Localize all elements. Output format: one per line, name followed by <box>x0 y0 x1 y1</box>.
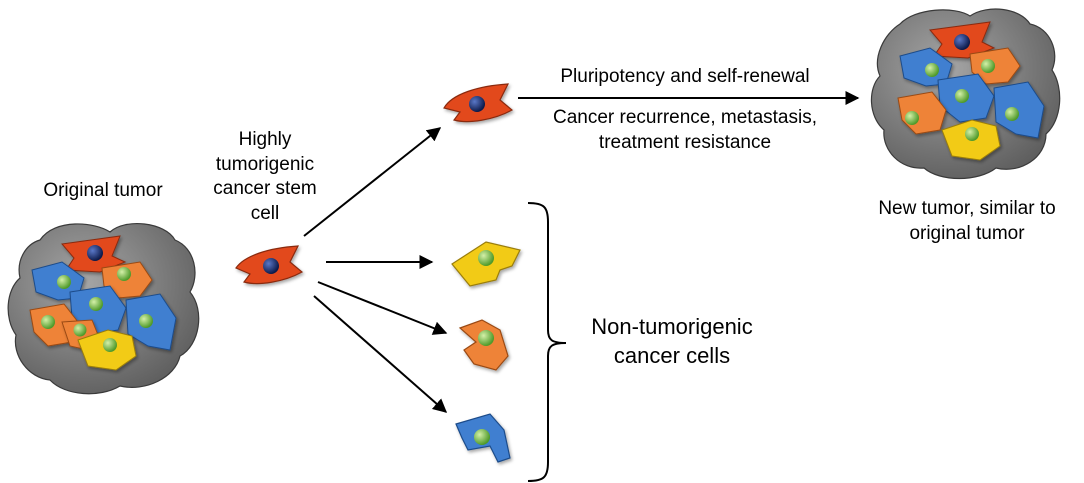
cancer-stem-cell-label: Highly tumorigenic cancer stem cell <box>210 128 320 227</box>
nucleus <box>955 89 969 103</box>
csc-label-line3: cancer stem <box>213 178 317 200</box>
yellow-cancer-cell <box>451 241 521 287</box>
tumor-cell-blue <box>125 293 177 351</box>
nucleus <box>478 250 494 266</box>
pluripotency-text: Pluripotency and self-renewal <box>560 66 810 87</box>
arrow-to-orange-cell <box>317 281 448 335</box>
tumor-cell-yellow <box>941 119 1001 161</box>
nucleus <box>263 258 279 274</box>
nucleus <box>1005 107 1019 121</box>
csc-label-line1: Highly <box>238 129 292 150</box>
nucleus <box>469 96 485 112</box>
nucleus <box>139 314 153 328</box>
tumor-cell-red <box>929 21 996 59</box>
orange-cancer-cell <box>458 319 509 371</box>
nucleus <box>905 111 919 125</box>
nucleus <box>103 338 117 352</box>
pluripotency-label: Pluripotency and self-renewal <box>520 65 850 90</box>
tumor-cell-orange <box>101 261 153 299</box>
recurrence-label: Cancer recurrence, metastasis, treatment… <box>520 106 850 155</box>
csc-label-line2: tumorigenic <box>215 153 315 175</box>
nucleus <box>965 127 979 141</box>
cancer-stem-cell <box>235 245 304 285</box>
nucleus <box>41 315 55 329</box>
nucleus <box>73 323 87 337</box>
tumor-cell-red <box>61 235 127 273</box>
new-tumor-text-line1: New tumor, similar to <box>878 198 1056 219</box>
nucleus <box>981 59 995 73</box>
original-tumor-text: Original tumor <box>43 180 163 201</box>
nucleus <box>87 245 103 261</box>
csc-label-line4: cell <box>250 203 280 225</box>
tumor-cell-blue <box>993 81 1045 139</box>
arrow-to-blue-cell <box>313 295 448 413</box>
daughter-stem-cell <box>443 83 514 123</box>
non-tumorigenic-text-line1: Non-tumorigenic <box>591 314 753 339</box>
non-tumorigenic-text-line2: cancer cells <box>613 342 731 368</box>
nucleus <box>954 34 970 50</box>
original-tumor <box>7 222 200 395</box>
non-tumorigenic-label: Non-tumorigenic cancer cells <box>572 313 772 370</box>
tumor-cell-orange <box>897 91 947 135</box>
tumor-cell-orange <box>969 47 1021 85</box>
new-tumor-label: New tumor, similar to original tumor <box>860 197 1074 246</box>
new-tumor-text-line2: original tumor <box>909 222 1025 244</box>
tumor-cell-blue <box>31 261 85 301</box>
nucleus <box>474 429 490 445</box>
original-tumor-label: Original tumor <box>8 179 198 204</box>
bracket <box>527 202 567 482</box>
arrow-to-stem-cell <box>303 127 442 237</box>
blue-cancer-cell <box>455 413 511 463</box>
new-tumor <box>870 8 1061 180</box>
nucleus <box>89 297 103 311</box>
tumor-cell-blue <box>937 73 995 123</box>
nucleus <box>925 63 939 77</box>
nucleus <box>117 267 131 281</box>
nucleus <box>57 275 71 289</box>
recurrence-text-line2: treatment resistance <box>598 131 772 153</box>
nucleus <box>478 330 494 346</box>
recurrence-text-line1: Cancer recurrence, metastasis, <box>553 107 817 128</box>
tumor-cell-yellow <box>77 329 137 371</box>
